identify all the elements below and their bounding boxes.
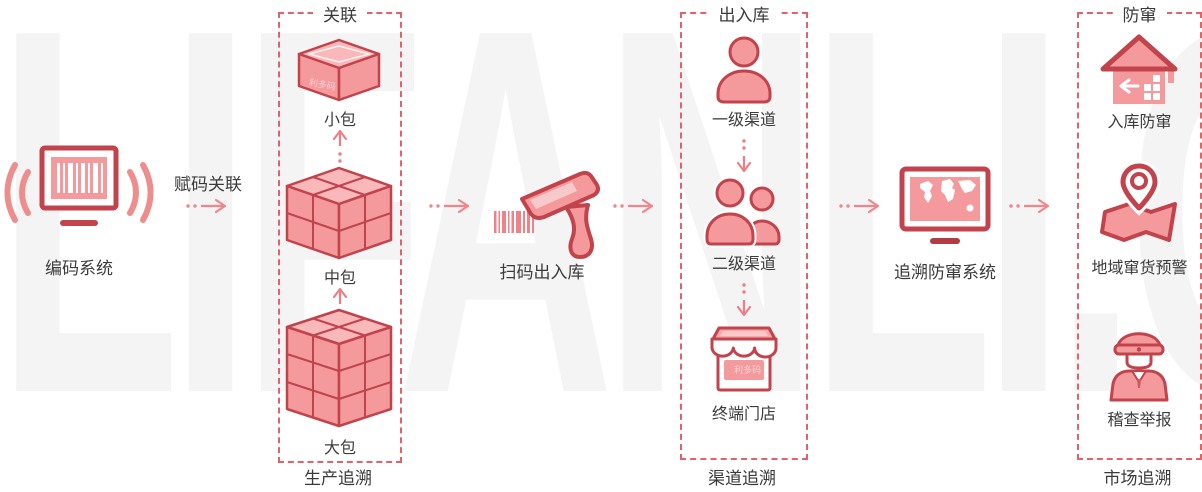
item-label-regional-warning: 地域窜货预警 bbox=[1091, 260, 1188, 277]
person-icon bbox=[716, 36, 772, 104]
group-warehouse-title: 出入库 bbox=[708, 1, 780, 26]
warehouse-house-icon bbox=[1100, 34, 1178, 104]
group-anti-diversion: 防窜 入库防窜 地域窜货预警 稽查举报 bbox=[1077, 1, 1202, 460]
flow-arrow-icon bbox=[186, 198, 227, 214]
map-location-pin-icon bbox=[1100, 160, 1177, 242]
assign-link-label: 赋码关联 bbox=[174, 175, 242, 194]
scanner-gun-icon bbox=[520, 170, 600, 259]
flow-arrow-icon bbox=[839, 198, 880, 214]
world-map-monitor-icon bbox=[899, 166, 991, 244]
up-arrow-icon bbox=[332, 129, 348, 163]
trace-system-node: 追溯防窜系统 bbox=[894, 166, 996, 282]
inspector-icon bbox=[1109, 332, 1169, 402]
medium-package-icon bbox=[285, 166, 393, 260]
coding-system-node: 编码系统 bbox=[4, 140, 154, 278]
coding-system-label: 编码系统 bbox=[45, 259, 113, 278]
item-label-level1-channel: 一级渠道 bbox=[711, 112, 776, 129]
group-association: 关联 利多码 小包 中包 bbox=[278, 1, 402, 463]
group-anti-diversion-caption: 市场追溯 bbox=[1103, 469, 1172, 488]
barcode-icon bbox=[494, 211, 534, 233]
barcode-monitor-icon bbox=[4, 145, 154, 226]
scan-node-label: 扫码出入库 bbox=[499, 263, 585, 282]
package-mark-text: 利多码 bbox=[734, 364, 761, 375]
group-association-title: 关联 bbox=[313, 1, 367, 26]
item-label-terminal-store: 终端门店 bbox=[711, 406, 776, 423]
down-arrow-icon bbox=[736, 283, 752, 317]
item-label-level2-channel: 二级渠道 bbox=[711, 256, 776, 273]
two-people-icon bbox=[703, 176, 781, 248]
small-package-icon: 利多码 bbox=[297, 38, 381, 102]
item-label-small-package: 小包 bbox=[323, 112, 356, 129]
item-label-medium-package: 中包 bbox=[323, 270, 356, 287]
item-label-inspection-report: 稽查举报 bbox=[1107, 412, 1172, 429]
group-warehouse-caption: 渠道追溯 bbox=[708, 469, 776, 488]
item-label-inbound-anti-diversion: 入库防窜 bbox=[1107, 114, 1172, 131]
flow-arrow-icon bbox=[613, 198, 654, 214]
large-package-icon bbox=[285, 308, 393, 428]
flow-arrow-icon bbox=[1009, 198, 1050, 214]
trace-system-label: 追溯防窜系统 bbox=[894, 263, 996, 282]
group-association-caption: 生产追溯 bbox=[304, 469, 372, 488]
group-anti-diversion-title: 防窜 bbox=[1112, 1, 1167, 26]
storefront-icon: 利多码 bbox=[710, 326, 778, 392]
package-mark-text: 利多码 bbox=[308, 76, 337, 92]
group-warehouse: 出入库 一级渠道 二级渠道 bbox=[680, 1, 808, 460]
flow-arrow-icon bbox=[429, 198, 470, 214]
down-arrow-icon bbox=[736, 139, 752, 173]
item-label-large-package: 大包 bbox=[323, 440, 356, 457]
